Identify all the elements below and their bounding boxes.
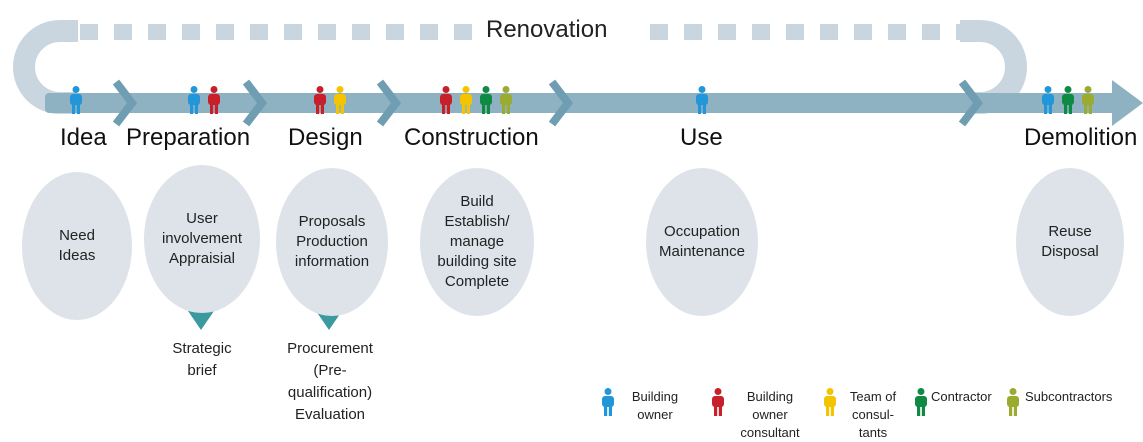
dash-segment: [922, 24, 940, 40]
dash-segment: [650, 24, 668, 40]
legend-label: Team of consul- tants: [849, 389, 897, 440]
result-procurement: Procurement (Pre- qualification) Evaluat…: [287, 340, 373, 423]
person-icon-owner: [1042, 86, 1054, 114]
dash-segment: [752, 24, 770, 40]
ellipse-text: Reuse Disposal: [1041, 223, 1099, 260]
dash-segment: [182, 24, 200, 40]
legend-item-owner-consultant: Building owner consultant: [710, 388, 810, 442]
dash-segment: [216, 24, 234, 40]
chevron-icon: [112, 79, 138, 127]
stakeholder-figures: [70, 86, 1094, 114]
stage-ellipse-preparation: User involvement Appraisial: [144, 165, 260, 313]
stage-label-idea: Idea: [60, 124, 107, 151]
stage-label-use: Use: [680, 124, 723, 151]
dash-segment: [786, 24, 804, 40]
stage-label-construction: Construction: [404, 124, 539, 151]
stage-label-demolition: Demolition: [1024, 124, 1138, 151]
dash-segment: [386, 24, 404, 40]
dash-segment: [888, 24, 906, 40]
person-icon: [824, 388, 836, 416]
dash-segment: [454, 24, 472, 40]
person-icon: [712, 388, 724, 416]
person-icon-contractor: [1062, 86, 1074, 114]
timeline-arrowhead: [1112, 80, 1143, 126]
person-icon: [602, 388, 614, 416]
dash-segment: [956, 24, 974, 40]
stage-label-preparation: Preparation: [126, 124, 251, 151]
dash-segment: [80, 24, 98, 40]
person-icon-owner-consultant: [314, 86, 326, 114]
down-arrow-icon: [188, 311, 214, 330]
dash-segment: [352, 24, 370, 40]
person-icon: [915, 388, 927, 416]
person-icon: [915, 388, 927, 416]
dash-segment: [820, 24, 838, 40]
stage-ellipse-use: Occupation Maintenance: [646, 168, 758, 316]
dash-segment: [114, 24, 132, 40]
ellipse-text: User involvement Appraisial: [161, 210, 243, 267]
stage-ellipse-design: Proposals Production information: [276, 168, 388, 316]
chevron-icon: [376, 79, 402, 127]
dash-segment: [250, 24, 268, 40]
dash-segment: [284, 24, 302, 40]
chevron-icon: [958, 79, 984, 127]
person-icon: [602, 388, 614, 416]
person-icon: [1007, 388, 1019, 416]
legend-item-contractor: Contractor: [913, 388, 992, 416]
dash-segment: [718, 24, 736, 40]
dash-segment: [420, 24, 438, 40]
timeline-bar: [45, 93, 1120, 113]
legend-label: Building owner: [631, 389, 679, 422]
person-icon-owner: [70, 86, 82, 114]
stage-ellipse-demolition: Reuse Disposal: [1016, 168, 1124, 316]
person-icon-owner: [188, 86, 200, 114]
person-icon-subcontractors: [500, 86, 512, 114]
person-icon: [712, 388, 724, 416]
person-icon-consultants: [460, 86, 472, 114]
ellipse-text: Build Establish/ manage building site Co…: [437, 193, 517, 290]
ellipse-text: Need Ideas: [58, 227, 96, 264]
ellipse-text: Occupation Maintenance: [659, 223, 745, 260]
chevron-markers: [112, 79, 984, 127]
dash-segment: [318, 24, 336, 40]
stage-ellipse-idea: Need Ideas: [22, 172, 132, 320]
legend-label: Contractor: [931, 389, 992, 404]
stage-ellipse-construction: Build Establish/ manage building site Co…: [420, 168, 534, 316]
legend-label: Subcontractors: [1025, 389, 1113, 404]
stage-label-design: Design: [288, 124, 363, 151]
dash-segment: [684, 24, 702, 40]
person-icon-owner-consultant: [440, 86, 452, 114]
ellipse-text: Proposals Production information: [294, 213, 370, 270]
dash-segment: [854, 24, 872, 40]
person-icon-consultants: [334, 86, 346, 114]
person-icon: [1007, 388, 1019, 416]
renovation-label: Renovation: [484, 16, 610, 44]
person-icon-subcontractors: [1082, 86, 1094, 114]
legend-item-subcontractors: Subcontractors: [1005, 388, 1112, 416]
renovation-dashes: [80, 24, 974, 40]
legend-item-building-owner: Building owner: [600, 388, 686, 424]
person-icon-contractor: [480, 86, 492, 114]
dash-segment: [148, 24, 166, 40]
legend-label: Building owner consultant: [740, 389, 800, 440]
chevron-icon: [548, 79, 574, 127]
person-icon-owner-consultant: [208, 86, 220, 114]
person-icon-owner: [696, 86, 708, 114]
result-strategic-brief: Strategic brief: [172, 340, 232, 379]
legend-item-consultants: Team of consul- tants: [822, 388, 904, 442]
person-icon: [824, 388, 836, 416]
chevron-icon: [242, 79, 268, 127]
renovation-loop-left: [13, 20, 78, 114]
